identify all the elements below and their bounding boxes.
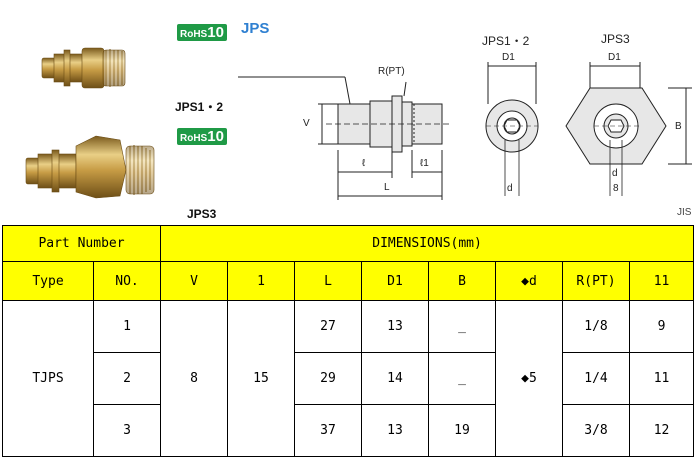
d1-cell: 13 bbox=[361, 300, 429, 353]
photo-caption-jps12: JPS1・2 bbox=[175, 100, 224, 114]
series-name: JPS bbox=[241, 20, 270, 37]
v-cell: 8 bbox=[160, 300, 228, 457]
b-cell: _ bbox=[428, 352, 496, 405]
front-view-jps3 bbox=[565, 62, 692, 196]
dimensions-header: DIMENSIONS(mm) bbox=[159, 225, 695, 262]
part-number-header: Part Number bbox=[2, 225, 161, 262]
b-cell: 19 bbox=[428, 404, 496, 457]
col-header-thread: R(PT) bbox=[562, 261, 630, 301]
col-header-d: ◆d bbox=[495, 261, 563, 301]
l-cell: 37 bbox=[294, 404, 362, 457]
d-cell: ◆5 bbox=[495, 300, 563, 457]
table-row: TJPS 1 8 15 27 13 _ ◆5 1/8 9 bbox=[2, 300, 695, 457]
view-label-jps3: JPS3 bbox=[601, 32, 630, 46]
dim-label-b: B bbox=[675, 121, 682, 132]
product-photo-jps3 bbox=[25, 135, 155, 199]
l1-cell: 11 bbox=[628, 352, 695, 405]
dimensions-table: Part Number DIMENSIONS(mm) Type NO. V 1 … bbox=[2, 225, 695, 457]
no-cell: 3 bbox=[93, 404, 161, 457]
col-header-l-small: 1 bbox=[227, 261, 295, 301]
dim-label-v: V bbox=[303, 118, 310, 129]
dim-label-d-jps3: d bbox=[612, 168, 618, 179]
d1-cell: 14 bbox=[361, 352, 429, 405]
side-view-drawing bbox=[238, 76, 452, 200]
product-photo-jps12 bbox=[41, 47, 126, 89]
dim-label-d1-a: D1 bbox=[502, 52, 515, 63]
dim-label-l-small: ℓ bbox=[362, 158, 366, 169]
technical-drawings bbox=[25, 47, 692, 200]
d1-cell: 13 bbox=[361, 404, 429, 457]
l1-cell: 9 bbox=[628, 300, 695, 353]
col-header-v: V bbox=[160, 261, 228, 301]
col-header-l: L bbox=[294, 261, 362, 301]
no-cell: 2 bbox=[93, 352, 161, 405]
table-row: 3 37 13 19 3/8 12 bbox=[3, 404, 695, 457]
col-header-no: NO. bbox=[93, 261, 161, 301]
col-header-l1: 11 bbox=[628, 261, 695, 301]
rohs-badge-2: RoHS10 bbox=[177, 128, 227, 145]
l-cell: 29 bbox=[294, 352, 362, 405]
col-header-d1: D1 bbox=[361, 261, 429, 301]
dim-label-l-total: L bbox=[384, 182, 390, 193]
table-header-row-2: Type NO. V 1 L D1 B ◆d R(PT) 11 bbox=[2, 261, 695, 301]
l-cell: 27 bbox=[294, 300, 362, 353]
catalog-illustration: RoHS10 RoHS10 JPS JPS1・2 JPS3 JPS1・2 JPS… bbox=[0, 0, 698, 225]
no-cell: 1 bbox=[93, 300, 161, 353]
table-row: 2 29 14 _ 1/4 11 bbox=[3, 352, 695, 405]
front-view-jps12 bbox=[485, 62, 539, 196]
col-header-b: B bbox=[428, 261, 496, 301]
dim-label-d1-b: D1 bbox=[608, 52, 621, 63]
dim-label-eight: 8 bbox=[613, 183, 619, 194]
l1-cell: 12 bbox=[628, 404, 695, 457]
rohs-badge: RoHS10 bbox=[177, 24, 227, 41]
b-cell: _ bbox=[428, 300, 496, 353]
type-cell: TJPS bbox=[2, 300, 94, 457]
col-header-type: Type bbox=[2, 261, 94, 301]
thread-cell: 3/8 bbox=[562, 404, 630, 457]
photo-caption-jps3: JPS3 bbox=[187, 207, 217, 221]
dim-label-thread: R(PT) bbox=[378, 66, 405, 77]
dim-label-l1: ℓ1 bbox=[420, 158, 429, 169]
thread-cell: 1/8 bbox=[562, 300, 630, 353]
standard-note: JIS bbox=[677, 207, 692, 218]
dim-label-d: d bbox=[507, 183, 513, 194]
thread-cell: 1/4 bbox=[562, 352, 630, 405]
l-small-cell: 15 bbox=[227, 300, 295, 457]
view-label-jps12: JPS1・2 bbox=[482, 34, 530, 48]
table-header-row-1: Part Number DIMENSIONS(mm) bbox=[2, 225, 695, 262]
